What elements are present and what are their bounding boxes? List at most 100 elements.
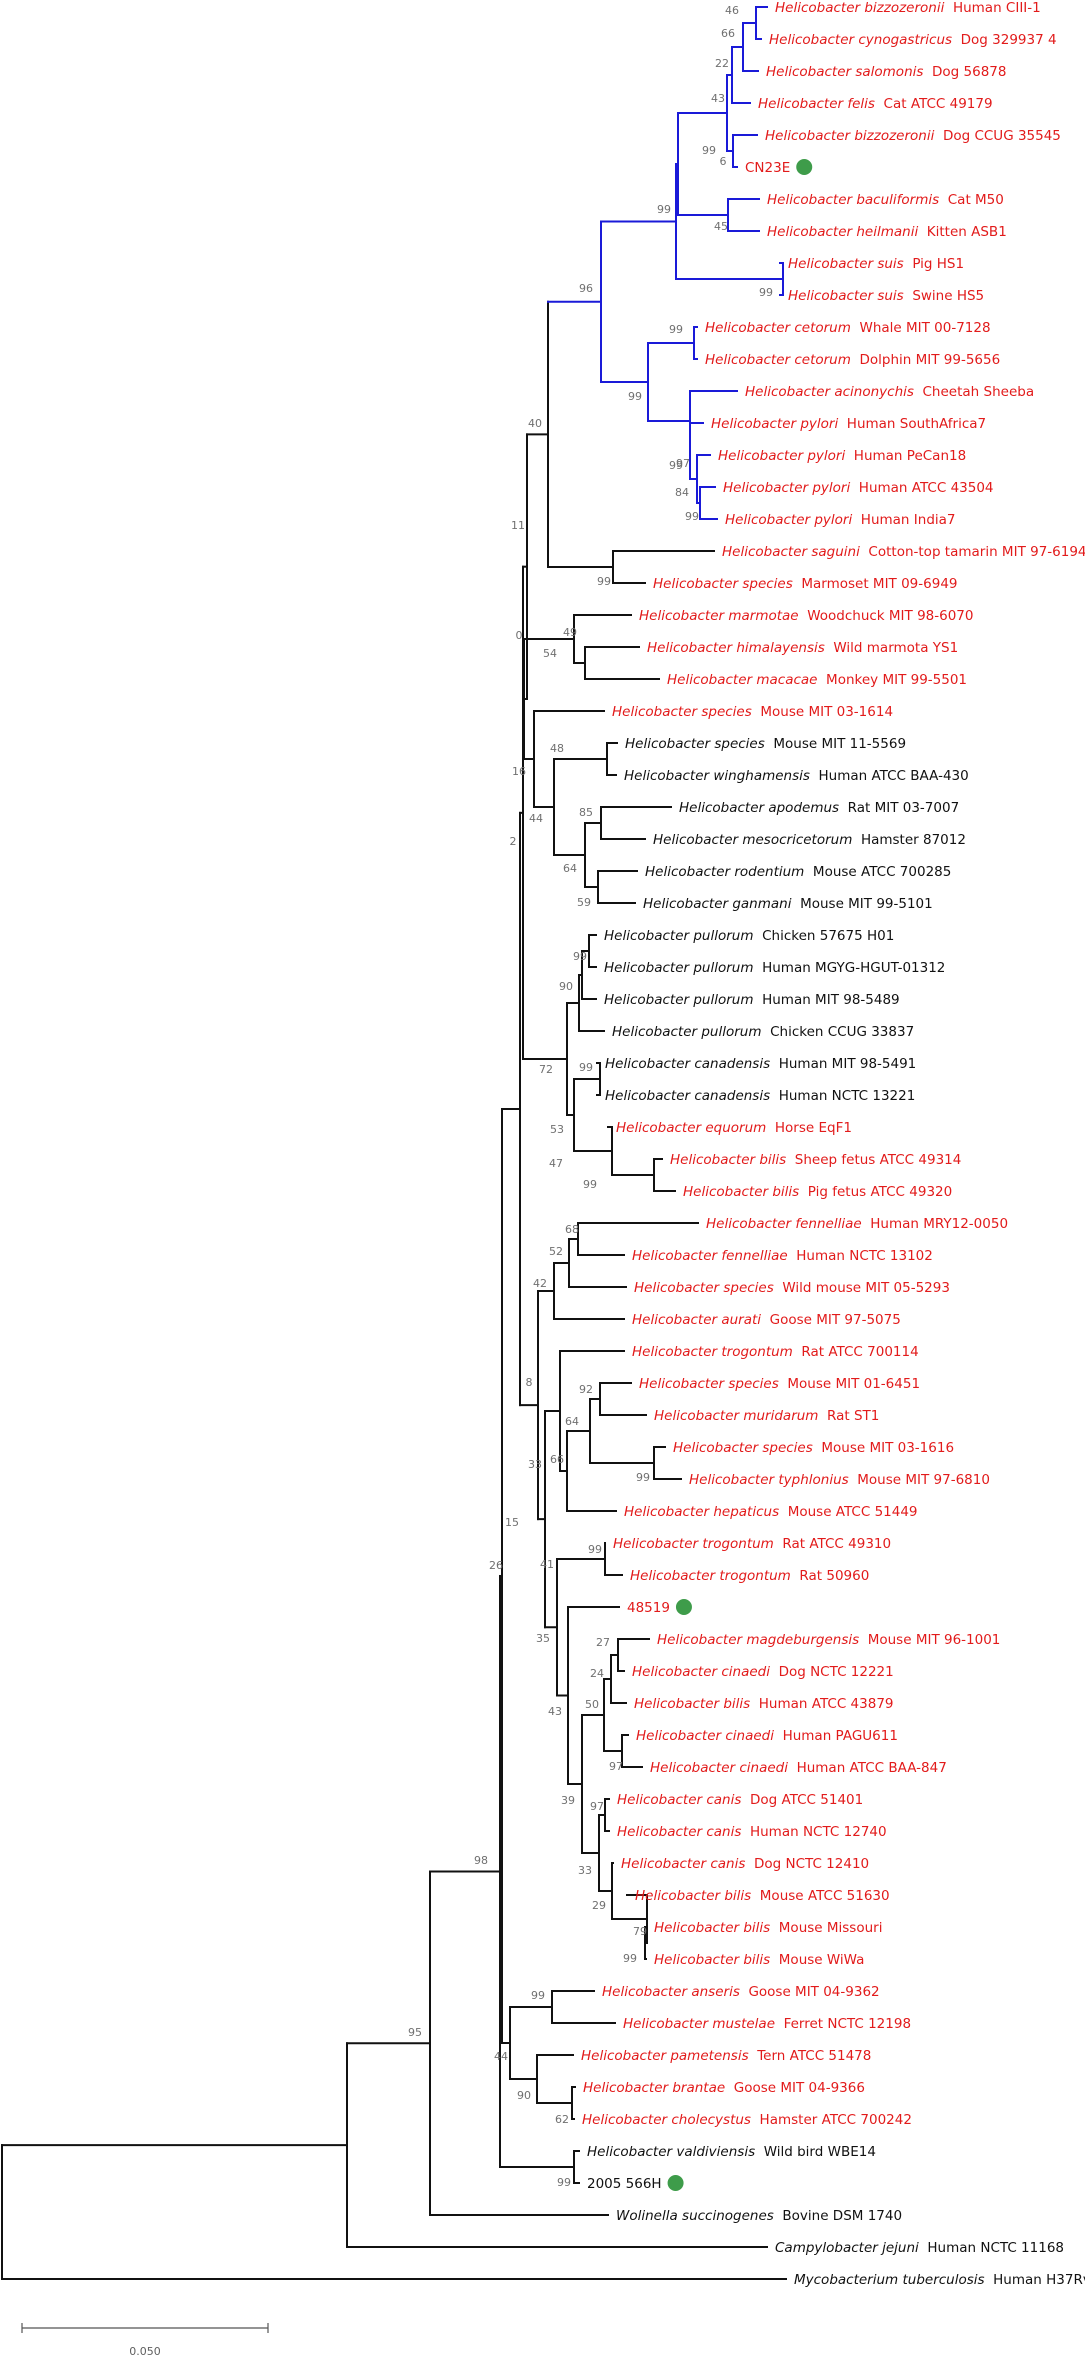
bootstrap-value: 52 — [549, 1245, 563, 1258]
strain-name: Wild mouse MIT 05-5293 — [774, 1280, 950, 1296]
species-name: Helicobacter cetorum — [705, 320, 851, 336]
species-name: Helicobacter canis — [621, 1856, 745, 1872]
species-name: Helicobacter pylori — [723, 480, 850, 496]
bootstrap-value: 72 — [539, 1063, 553, 1076]
species-name: Helicobacter mesocricetorum — [653, 832, 852, 848]
bootstrap-value: 41 — [540, 1558, 554, 1571]
strain-name: Woodchuck MIT 98-6070 — [799, 608, 974, 624]
strain-name: Hamster 87012 — [852, 832, 966, 848]
species-name: Helicobacter bizzozeronii — [765, 128, 935, 144]
bootstrap-value: 99 — [657, 203, 671, 216]
bootstrap-value: 49 — [563, 626, 577, 639]
bootstrap-value: 24 — [590, 1667, 604, 1680]
strain-name: Mouse ATCC 51630 — [751, 1888, 889, 1904]
species-name: Helicobacter anseris — [602, 1984, 740, 2000]
bootstrap-value: 33 — [578, 1864, 592, 1877]
strain-name: Horse EqF1 — [766, 1120, 852, 1136]
species-name: Helicobacter bilis — [654, 1920, 770, 1936]
strain-name: Dog 329937 4 — [952, 32, 1057, 48]
strain-name: Rat ATCC 700114 — [793, 1344, 919, 1360]
species-name: Helicobacter bilis — [654, 1952, 770, 1968]
strain-name: Human SouthAfrica7 — [838, 416, 986, 432]
species-name: Helicobacter brantae — [583, 2080, 725, 2096]
bootstrap-value: 48 — [550, 742, 564, 755]
strain-name: Dog 56878 — [923, 64, 1006, 80]
strain-name: Mouse MIT 03-1614 — [752, 704, 893, 720]
tip-label: Helicobacter apodemus Rat MIT 03-7007 — [679, 800, 959, 816]
strain-name: Human MRY12-0050 — [862, 1216, 1008, 1232]
species-name: Helicobacter saguini — [722, 544, 860, 560]
strain-name: Mouse MIT 01-6451 — [779, 1376, 920, 1392]
tip-label: Campylobacter jejuni Human NCTC 11168 — [775, 2240, 1064, 2256]
bootstrap-value: 92 — [579, 1383, 593, 1396]
tip-label: Helicobacter equorum Horse EqF1 — [616, 1120, 852, 1136]
strain-name: Cheetah Sheeba — [914, 384, 1034, 400]
tip-label: Helicobacter bizzozeronii Dog CCUG 35545 — [765, 128, 1061, 144]
tip-label: Helicobacter anseris Goose MIT 04-9362 — [602, 1984, 880, 2000]
bootstrap-value: 59 — [577, 896, 591, 909]
strain-name: Human MGYG-HGUT-01312 — [754, 960, 946, 976]
species-name: Helicobacter species — [625, 736, 765, 752]
species-name: Helicobacter suis — [788, 256, 904, 272]
tip-label: Helicobacter hepaticus Mouse ATCC 51449 — [624, 1504, 918, 1520]
species-name: Helicobacter pylori — [718, 448, 845, 464]
strain-name: Whale MIT 00-7128 — [851, 320, 991, 336]
species-name: Helicobacter species — [639, 1376, 779, 1392]
tip-label: Helicobacter pullorum Human MGYG-HGUT-01… — [604, 960, 945, 976]
bootstrap-value: 50 — [585, 1698, 599, 1711]
bootstrap-value: 99 — [557, 2176, 571, 2189]
tip-label: Helicobacter acinonychis Cheetah Sheeba — [745, 384, 1034, 400]
bootstrap-value: 99 — [583, 1178, 597, 1191]
bootstrap-value: 79 — [633, 1925, 647, 1938]
bootstrap-value: 42 — [533, 1277, 547, 1290]
species-name: Helicobacter species — [634, 1280, 774, 1296]
species-name: Helicobacter trogontum — [613, 1536, 774, 1552]
species-name: Helicobacter bilis — [635, 1888, 751, 1904]
tip-label: Helicobacter bilis Human ATCC 43879 — [634, 1696, 894, 1712]
bootstrap-value: 99 — [623, 1952, 637, 1965]
tip-label: Helicobacter winghamensis Human ATCC BAA… — [624, 768, 969, 784]
tip-label: Mycobacterium tuberculosis Human H37Rv — [794, 2272, 1085, 2288]
strain-name: Human NCTC 11168 — [919, 2240, 1064, 2256]
species-name: Helicobacter cinaedi — [632, 1664, 770, 1680]
strain-name: Mouse MIT 03-1616 — [813, 1440, 954, 1456]
species-name: Helicobacter cholecystus — [582, 2112, 751, 2128]
strain-name: Bovine DSM 1740 — [774, 2208, 902, 2224]
strain-name: Chicken 57675 H01 — [754, 928, 895, 944]
tip-label: Helicobacter felis Cat ATCC 49179 — [758, 96, 993, 112]
species-name: Helicobacter aurati — [632, 1312, 761, 1328]
strain-name: Dolphin MIT 99-5656 — [851, 352, 1000, 368]
bootstrap-value: 99 — [636, 1471, 650, 1484]
strain-name: Human India7 — [852, 512, 955, 528]
tip-label: Helicobacter muridarum Rat ST1 — [654, 1408, 879, 1424]
species-name: Mycobacterium tuberculosis — [794, 2272, 985, 2288]
bootstrap-value: 44 — [529, 812, 543, 825]
tip-label: Helicobacter trogontum Rat ATCC 700114 — [632, 1344, 919, 1360]
tip-label: Helicobacter heilmanii Kitten ASB1 — [767, 224, 1007, 240]
bootstrap-value: 46 — [725, 4, 739, 17]
tip-label: Helicobacter mustelae Ferret NCTC 12198 — [623, 2016, 911, 2032]
strain-name: Human H37Rv — [985, 2272, 1085, 2288]
tip-label: Helicobacter cinaedi Dog NCTC 12221 — [632, 1664, 894, 1680]
bootstrap-value: 44 — [494, 2050, 508, 2063]
strain-name: Mouse MIT 99-5101 — [791, 896, 932, 912]
bootstrap-value: 66 — [550, 1453, 564, 1466]
tip-label: Helicobacter suis Pig HS1 — [788, 256, 964, 272]
tip-label: Helicobacter bilis Pig fetus ATCC 49320 — [683, 1184, 952, 1200]
tip-label: Helicobacter species Mouse MIT 11-5569 — [625, 736, 906, 752]
species-name: Helicobacter muridarum — [654, 1408, 818, 1424]
bootstrap-value: 99 — [669, 459, 683, 472]
species-name: Helicobacter marmotae — [639, 608, 799, 624]
species-name: Helicobacter mustelae — [623, 2016, 775, 2032]
strain-name: Wild marmota YS1 — [825, 640, 958, 656]
tip-label: Helicobacter pylori Human India7 — [725, 512, 956, 528]
strain-name: Pig HS1 — [904, 256, 964, 272]
species-name: Helicobacter pullorum — [604, 992, 754, 1008]
scale-bar: 0.050 — [21, 2323, 269, 2358]
strain-name: Human CIII-1 — [944, 0, 1040, 16]
strain-name: Goose MIT 04-9362 — [740, 1984, 880, 2000]
tip-label: Helicobacter brantae Goose MIT 04-9366 — [583, 2080, 865, 2096]
species-name: Helicobacter canis — [617, 1792, 741, 1808]
species-name: Helicobacter valdiviensis — [587, 2144, 755, 2160]
